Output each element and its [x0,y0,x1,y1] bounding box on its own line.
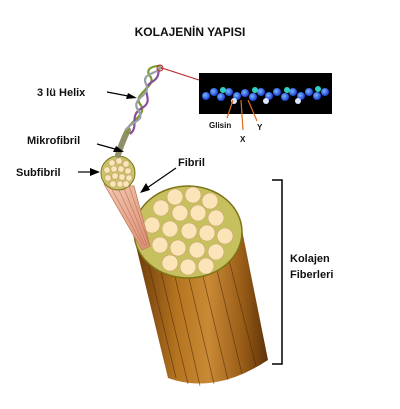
triple-helix [125,65,163,135]
helix-pointer-line [161,67,200,81]
amino-acid-chain-inset [199,73,332,114]
glycine-label: Glisin [209,121,231,130]
y-residue-label: Y [257,123,263,132]
diagram-title: KOLAJENİN YAPISI [135,24,246,39]
fibril-label: Fibril [178,157,205,169]
collagen-fiber-bundle [133,185,268,387]
subfibril-bundle [100,155,136,191]
fibers-label-line2: Fiberleri [290,269,333,281]
helix-label: 3 lü Helix [37,87,86,99]
fibers-bracket [272,179,283,365]
x-residue-label: X [240,135,246,144]
fibril-cross-section [143,186,234,276]
subfibril-label: Subfibril [16,167,61,179]
microfibril-label: Mikrofibril [27,135,80,147]
fibers-label-line1: Kolajen [290,253,330,265]
